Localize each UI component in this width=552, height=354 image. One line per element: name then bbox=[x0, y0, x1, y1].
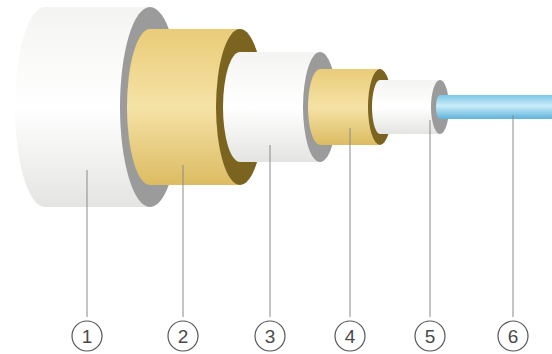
callout-number: 3 bbox=[265, 327, 276, 346]
inner-jacket bbox=[223, 52, 337, 162]
optical-fiber bbox=[436, 95, 552, 119]
outer-jacket bbox=[15, 7, 180, 207]
callout-number: 1 bbox=[82, 327, 93, 346]
callout-number: 2 bbox=[178, 327, 189, 346]
callout-number: 5 bbox=[425, 327, 436, 346]
callout-circle: 6 bbox=[497, 320, 529, 352]
callout-circle: 5 bbox=[414, 320, 446, 352]
callout-circle: 4 bbox=[334, 320, 366, 352]
callout-number: 4 bbox=[345, 327, 356, 346]
buffer-layer bbox=[372, 80, 449, 134]
leader-lines bbox=[87, 115, 513, 317]
callout-circle: 1 bbox=[71, 320, 103, 352]
callout-number: 6 bbox=[508, 327, 519, 346]
callout-circle: 2 bbox=[167, 320, 199, 352]
callout-circle: 3 bbox=[254, 320, 286, 352]
